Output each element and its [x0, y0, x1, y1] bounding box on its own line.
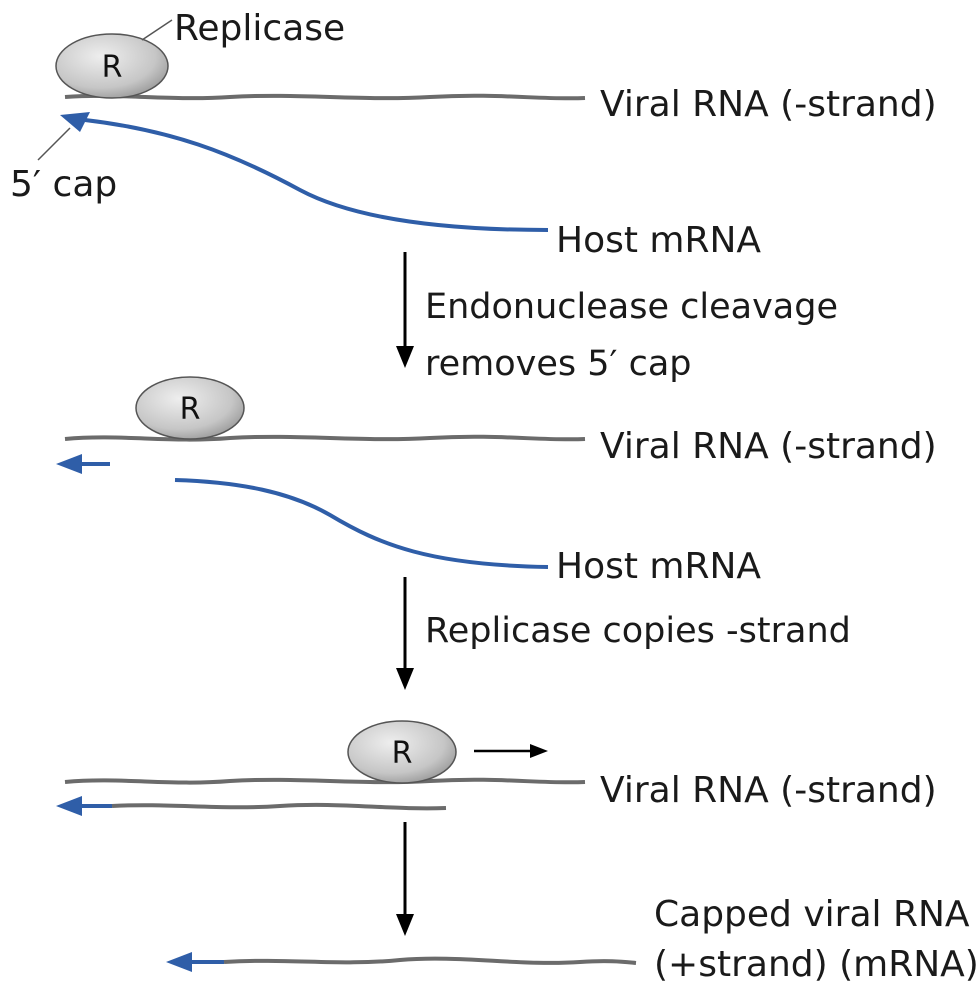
step-1-text-line-2: removes 5′ cap [425, 344, 692, 384]
viral-rna-strand-3 [64, 777, 586, 785]
replicase-label: Replicase [174, 8, 345, 49]
replicase-r-label-2: R [180, 392, 201, 427]
host-mrna-label-2: Host mRNA [556, 546, 761, 587]
nascent-viral-copy [111, 802, 447, 811]
panel-1: R Replicase 5′ cap Viral RNA (-strand) H… [10, 8, 937, 261]
panel-2: R Viral RNA (-strand) Host mRNA [56, 376, 937, 587]
five-prime-cap-arrowhead-2 [56, 454, 82, 474]
five-prime-cap-label: 5′ cap [10, 164, 117, 205]
step-2-text: Replicase copies -strand [425, 611, 851, 651]
cap-leader-line [37, 127, 71, 161]
capped-viral-rna-strand [223, 956, 637, 965]
step-arrow-2 [396, 577, 414, 690]
viral-rna-label-2: Viral RNA (-strand) [600, 426, 937, 467]
capped-viral-rna-label-line-2: (+strand) (mRNA) [654, 944, 978, 985]
replicase-r-label-3: R [392, 736, 413, 771]
replicase-leader-line [141, 19, 173, 41]
viral-rna-strand-2 [64, 434, 586, 442]
five-prime-cap-arrowhead-1 [60, 112, 90, 132]
viral-rna-label-3: Viral RNA (-strand) [600, 770, 937, 811]
host-mrna-label-1: Host mRNA [556, 220, 761, 261]
panel-4: Capped viral RNA (+strand) (mRNA) [166, 894, 978, 985]
host-mrna-strand-1 [84, 118, 549, 232]
five-prime-cap-arrowhead-4 [166, 952, 192, 972]
capped-viral-rna-label-line-1: Capped viral RNA [654, 894, 970, 935]
step-arrow-1 [396, 252, 414, 368]
panel-3: R Viral RNA (-strand) [56, 720, 937, 816]
replicase-icon [55, 33, 169, 99]
viral-rna-strand-1 [64, 93, 586, 101]
five-prime-cap-arrowhead-3 [56, 796, 82, 816]
replicase-icon-3 [347, 720, 457, 784]
step-1-text-line-1: Endonuclease cleavage [425, 287, 838, 327]
replicase-icon-2 [135, 376, 245, 440]
viral-rna-label-1: Viral RNA (-strand) [600, 84, 937, 125]
host-mrna-strand-2 [174, 478, 549, 569]
step-arrow-3 [396, 822, 414, 936]
replicase-r-label: R [102, 50, 123, 85]
